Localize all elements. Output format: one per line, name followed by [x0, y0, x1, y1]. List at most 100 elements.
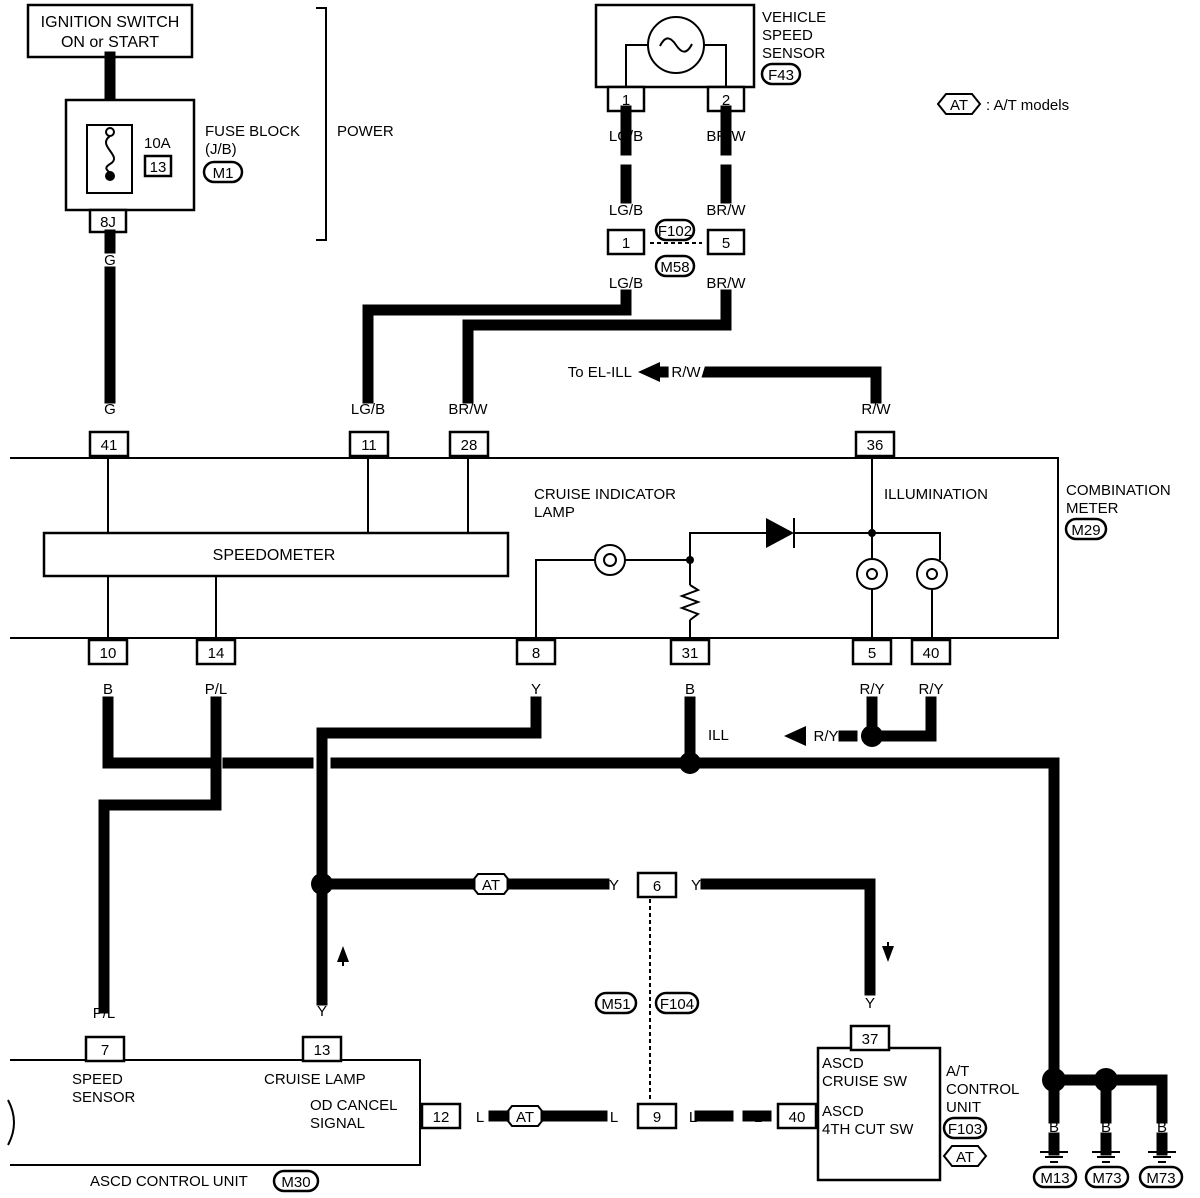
meter-pin-31: 31	[682, 645, 699, 662]
ground-m73-1: M73	[1092, 1170, 1121, 1187]
wire-g-2: G	[104, 401, 116, 418]
vehicle-speed-sensor: VEHICLE SPEED SENSOR F43 1 2	[594, 3, 826, 113]
ascd-4th-cut-label-1: ASCD	[822, 1103, 864, 1120]
wire-l-4: L	[754, 1109, 762, 1126]
ascd-cruise-sw-label-2: CRUISE SW	[822, 1073, 908, 1090]
power-label: POWER	[337, 123, 394, 140]
wire-lgb-3: LG/B	[609, 275, 643, 292]
at-control-unit: 37 40 ASCD CRUISE SW ASCD 4TH CUT SW A/T…	[776, 1024, 1019, 1182]
atcu-label-2: CONTROL	[946, 1081, 1019, 1098]
wire-brw-2: BR/W	[706, 202, 746, 219]
legend-tag: AT	[950, 97, 968, 114]
meter-pin-36: 36	[867, 437, 884, 454]
cruise-lamp-label: LAMP	[534, 504, 575, 521]
wire-brw-3: BR/W	[706, 275, 746, 292]
wire-g-1: G	[104, 252, 116, 269]
ignition-label-1: IGNITION SWITCH	[41, 14, 180, 31]
ascd-pin-13: 13	[314, 1042, 331, 1059]
legend-text: : A/T models	[986, 97, 1069, 114]
joint-connector-m58: M58	[660, 259, 689, 276]
wire-rw-1: R/W	[671, 364, 701, 381]
at-tag-2: AT	[516, 1109, 534, 1126]
ground-section: B B B B M13 M73 M73	[1032, 1013, 1184, 1189]
vss-label-1: VEHICLE	[762, 9, 826, 26]
wire-y-1: Y	[531, 681, 541, 698]
ground-m73-2: M73	[1146, 1170, 1175, 1187]
vss-pin-1: 1	[622, 92, 630, 109]
ascd-connector: M30	[281, 1174, 310, 1191]
fuse-amp: 10A	[144, 135, 171, 152]
mid-pin-6: 6	[653, 878, 661, 895]
wire-y-2: Y	[317, 1003, 327, 1020]
meter-pin-40: 40	[923, 645, 940, 662]
od-cancel-label-1: OD CANCEL	[310, 1097, 398, 1114]
meter-pin-11: 11	[361, 437, 377, 454]
ascd-control-unit: 7 13 12 SPEED SENSOR CRUISE LAMP OD CANC…	[7, 1035, 462, 1193]
wire-lgb-1: LG/B	[609, 128, 643, 145]
meter-connector: M29	[1071, 522, 1100, 539]
fuse-connector: M1	[213, 165, 234, 182]
wire-ry-1: R/Y	[859, 681, 884, 698]
fuse-block-label: FUSE BLOCK	[205, 123, 300, 140]
wire-b-2: B	[685, 681, 695, 698]
wire-b-3: B	[1049, 1013, 1059, 1030]
atcu-pin-37: 37	[862, 1031, 879, 1048]
vss-label-3: SENSOR	[762, 45, 826, 62]
vss-pin-2: 2	[722, 92, 730, 109]
fuse-pin-8j: 8J	[100, 214, 116, 231]
wire-y-4: Y	[691, 877, 701, 894]
atcu-at-tag: AT	[956, 1149, 974, 1166]
wire-brw-1: BR/W	[706, 128, 746, 145]
joint-connector-f102: F102	[658, 223, 692, 240]
vss-connector: F43	[768, 67, 794, 84]
ground-m13: M13	[1040, 1170, 1069, 1187]
wire-pl-1: P/L	[205, 681, 228, 698]
wire-b-6: B	[1157, 1119, 1167, 1136]
wire-b-4: B	[1049, 1119, 1059, 1136]
wire-rw-2: R/W	[861, 401, 891, 418]
speedometer-label: SPEEDOMETER	[213, 547, 336, 564]
combination-meter: COMBINATION METER M29 41 11 28 36 SPEEDO…	[10, 430, 1171, 666]
vss-label-2: SPEED	[762, 27, 813, 44]
atcu-pin-40: 40	[789, 1109, 806, 1126]
ascd-cruise-sw-label-1: ASCD	[822, 1055, 864, 1072]
wire-b-5: B	[1101, 1119, 1111, 1136]
wire-rw-halo: R/W	[671, 364, 701, 381]
joint-connector: 1 5 F102 M58	[606, 218, 746, 278]
wire-ry-3: R/Y	[813, 728, 838, 745]
meter-pin-5: 5	[868, 645, 876, 662]
ascd-unit-label: ASCD CONTROL UNIT	[90, 1173, 248, 1190]
od-cancel-label-2: SIGNAL	[310, 1115, 365, 1132]
meter-label-1: COMBINATION	[1066, 482, 1171, 499]
joint-pin-1: 1	[622, 235, 630, 252]
wire-y-3: Y	[609, 877, 619, 894]
speed-sensor-label-2: SENSOR	[72, 1089, 136, 1106]
ignition-switch: IGNITION SWITCH ON or START	[26, 3, 194, 59]
wire-l-2: L	[610, 1109, 618, 1126]
mid-pin-9: 9	[653, 1109, 661, 1126]
meter-label-2: METER	[1066, 500, 1119, 517]
wire-brw-4: BR/W	[448, 401, 488, 418]
legend: AT : A/T models	[936, 93, 1069, 115]
atcu-connector: F103	[948, 1121, 982, 1138]
ascd-pin-7: 7	[101, 1042, 109, 1059]
ignition-label-2: ON or START	[61, 34, 159, 51]
meter-pin-8: 8	[532, 645, 540, 662]
mid-connector-m51: M51	[601, 996, 630, 1013]
wire-y-5: Y	[865, 995, 875, 1012]
fuse-number: 13	[150, 159, 167, 176]
wire-l-1: L	[476, 1109, 484, 1126]
illumination-label: ILLUMINATION	[884, 486, 988, 503]
cruise-indicator-label: CRUISE INDICATOR	[534, 486, 676, 503]
wire-ry-2: R/Y	[918, 681, 943, 698]
meter-pin-41: 41	[101, 437, 118, 454]
wire-b-1: B	[103, 681, 113, 698]
ascd-4th-cut-label-2: 4TH CUT SW	[822, 1121, 914, 1138]
mid-connector-f104: F104	[660, 996, 694, 1013]
cruise-lamp-terminal-label: CRUISE LAMP	[264, 1071, 366, 1088]
fuse-block: 10A 13 FUSE BLOCK (J/B) M1 8J	[64, 98, 300, 234]
wire-pl-2: P/L	[93, 1005, 116, 1022]
ill-label: ILL	[708, 727, 729, 744]
atcu-label-1: A/T	[946, 1063, 969, 1080]
fuse-jb-label: (J/B)	[205, 141, 237, 158]
